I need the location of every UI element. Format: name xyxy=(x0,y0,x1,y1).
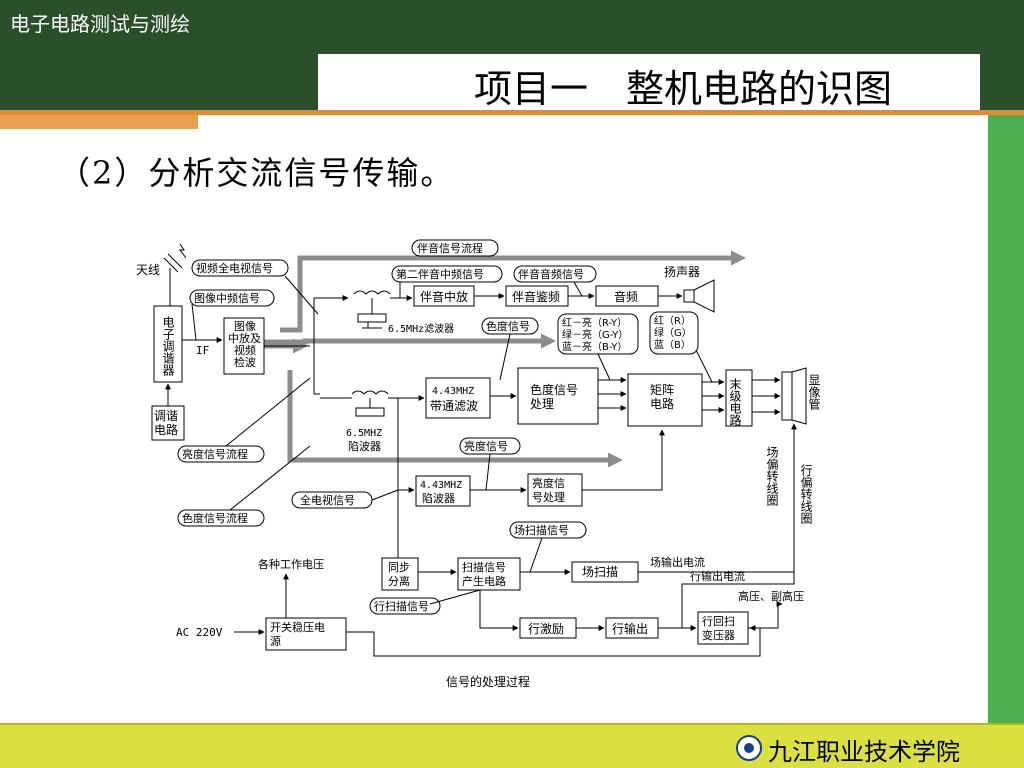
orange-tab xyxy=(0,115,198,129)
tuning-circuit-line1: 调谐 xyxy=(154,409,178,423)
smps-line1: 开关稳压电 xyxy=(270,620,325,634)
flow-arrows xyxy=(260,250,746,468)
title-box: 项目一 整机电路的识图 xyxy=(318,54,980,111)
header-right-accent xyxy=(980,54,1024,115)
color-diff-b: 蓝－亮（B-Y） xyxy=(562,340,627,353)
smps-line2: 源 xyxy=(270,634,281,648)
v-out-current-label: 场输出电流 xyxy=(650,555,705,569)
ac-input-label: AC 220V xyxy=(176,626,223,639)
matrix-line1: 矩阵 xyxy=(650,383,674,397)
h-output-label: 行输出 xyxy=(612,621,648,636)
bandpass-line2: 带通滤波 xyxy=(430,399,478,413)
sync-sep-line2: 分离 xyxy=(388,574,410,588)
slide-title: 项目一 整机电路的识图 xyxy=(473,67,892,111)
v-scan-callout: 场扫描信号 xyxy=(514,523,569,537)
h-scan-callout: 行扫描信号 xyxy=(374,599,429,613)
luma-flow-arrow xyxy=(287,370,623,468)
luma-proc-line1: 亮度信 xyxy=(532,476,565,490)
matrix-block xyxy=(627,373,703,427)
chroma-callout: 色度信号 xyxy=(486,319,530,333)
tuning-circuit-line2: 电路 xyxy=(154,422,178,437)
right-side-bar xyxy=(988,115,1024,725)
diagram-caption: 信号的处理过程 xyxy=(446,674,530,689)
full-tv-callout: 全电视信号 xyxy=(300,493,355,507)
bandpass-block xyxy=(425,377,491,419)
image-if-line3: 视频 xyxy=(234,343,256,357)
sound-if-amp-label: 伴音中放 xyxy=(420,289,468,304)
luma-callout: 亮度信号 xyxy=(464,439,508,453)
scan-gen-block xyxy=(457,557,521,591)
slide-subtitle: （2）分析交流信号传输。 xyxy=(58,154,455,192)
image-if-callout: 图像中频信号 xyxy=(194,291,260,305)
scan-gen-line1: 扫描信号 xyxy=(462,560,506,574)
sound-detect-label: 伴音鉴频 xyxy=(512,289,560,304)
tuner-label: 电子调谐器 xyxy=(161,316,175,377)
h-out-current-label: 行输出电流 xyxy=(690,569,745,583)
video-flow-arrow xyxy=(260,333,556,349)
trap-443-line1: 4.43MHZ xyxy=(420,480,462,491)
sound-audio-callout: 伴音音频信号 xyxy=(518,267,584,281)
trap-65-line2: 陷波器 xyxy=(348,439,381,453)
hv-label: 高压、副高压 xyxy=(738,589,804,603)
image-if-line1: 图像 xyxy=(234,320,256,333)
video-full-callout: 视频全电视信号 xyxy=(196,261,273,275)
speaker-label: 扬声器 xyxy=(664,264,700,279)
rgb-r: 红（R） xyxy=(654,314,691,327)
audio-label: 音频 xyxy=(614,289,638,304)
rgb-b: 蓝（B） xyxy=(654,339,691,351)
bandpass-line1: 4.43MHZ xyxy=(432,386,474,397)
speaker-icon xyxy=(683,279,715,313)
trap-443-block xyxy=(415,475,471,507)
school-logo-icon xyxy=(736,735,762,761)
chroma-proc-line2: 处理 xyxy=(530,397,554,411)
filter-65-icon xyxy=(353,290,391,329)
orange-divider xyxy=(0,110,1024,115)
smps-block xyxy=(265,617,347,651)
color-diff-g: 绿－亮（G-Y） xyxy=(562,328,628,341)
image-if-line2: 中放及 xyxy=(228,331,261,345)
footer-bar xyxy=(0,723,1024,768)
filter-65-label: 6.5MHz滤波器 xyxy=(388,322,454,335)
flyback-line2: 变压器 xyxy=(702,628,735,642)
chroma-proc-line1: 色度信号 xyxy=(530,382,578,397)
chroma-proc-block xyxy=(517,367,599,425)
luma-proc-line2: 号处理 xyxy=(532,491,565,504)
image-if-block xyxy=(223,317,265,375)
matrix-line2: 电路 xyxy=(650,396,674,411)
course-title: 电子电路测试与测绘 xyxy=(10,12,190,36)
crt-label: 显像管 xyxy=(807,374,821,411)
v-yoke-label: 场偏转线圈 xyxy=(765,446,779,507)
color-diff-r: 红－亮（R-Y） xyxy=(562,316,627,329)
sync-sep-block xyxy=(381,557,419,591)
h-yoke-label: 行偏转线圈 xyxy=(799,464,813,525)
rgb-g: 绿（G） xyxy=(654,326,692,339)
final-stage-block xyxy=(725,369,753,427)
sound2-if-callout: 第二伴音中频信号 xyxy=(396,267,484,281)
antenna-label: 天线 xyxy=(136,263,160,277)
v-scan-label: 场扫描 xyxy=(582,565,618,579)
tuner-block xyxy=(153,305,183,383)
supply-voltages-label: 各种工作电压 xyxy=(258,557,324,571)
trap-65-line1: 6.5MHZ xyxy=(346,428,382,439)
luma-proc-block xyxy=(527,473,583,507)
antenna-icon xyxy=(163,243,187,296)
final-stage-label: 末级电路 xyxy=(728,378,742,427)
sync-sep-line1: 同步 xyxy=(388,561,410,574)
trap-65-icon xyxy=(351,390,389,417)
flyback-block xyxy=(697,611,749,645)
chroma-flow-callout: 色度信号流程 xyxy=(182,511,248,525)
scan-gen-line2: 产生电路 xyxy=(462,574,506,588)
trap-443-line2: 陷波器 xyxy=(422,491,455,505)
image-if-line4: 检波 xyxy=(234,355,256,369)
crt-icon xyxy=(781,367,807,425)
h-drive-label: 行激励 xyxy=(528,622,564,636)
luma-flow-callout: 亮度信号流程 xyxy=(182,447,248,461)
flyback-line1: 行回扫 xyxy=(702,615,735,628)
signal-flow-diagram: 天线 电子调谐器 调谐 电路 IF 图像 中放及 视频 检波 视频全电视信号 图… xyxy=(136,239,821,689)
sound-flow-callout: 伴音信号流程 xyxy=(417,241,483,255)
school-name: 九江职业技术学院 xyxy=(768,738,960,766)
if-label: IF xyxy=(196,344,209,357)
